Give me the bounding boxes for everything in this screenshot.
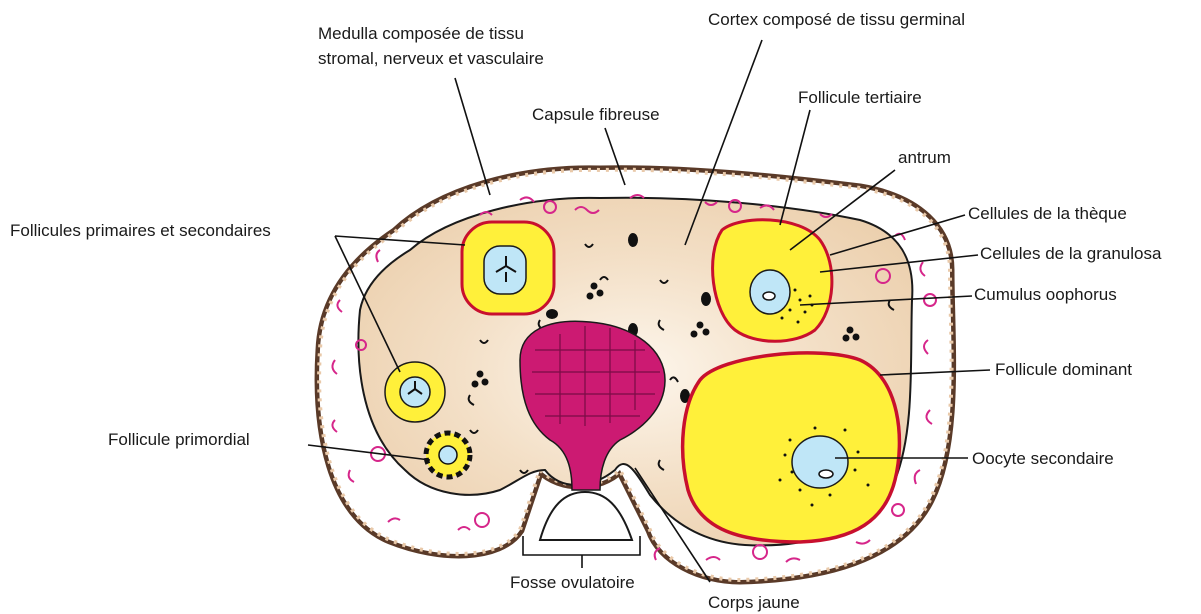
label-granulosa: Cellules de la granulosa	[980, 244, 1162, 263]
label-follicule-tertiaire: Follicule tertiaire	[798, 88, 922, 107]
follicule-dominant	[683, 353, 900, 542]
label-dominant: Follicule dominant	[995, 360, 1132, 379]
label-fosse: Fosse ovulatoire	[510, 573, 635, 592]
label-primaires-secondaires: Follicules primaires et secondaires	[10, 221, 271, 240]
label-theque: Cellules de la thèque	[968, 204, 1127, 223]
label-medulla-line2: stromal, nerveux et vasculaire	[318, 49, 544, 68]
label-capsule: Capsule fibreuse	[532, 105, 660, 124]
label-medulla-line1: Medulla composée de tissu	[318, 24, 524, 43]
follicule-tertiaire	[713, 220, 832, 341]
fosse-ovulatoire-notch	[540, 492, 632, 540]
follicule-primordial	[426, 433, 470, 477]
label-cortex: Cortex composé de tissu germinal	[708, 10, 965, 29]
follicule-primaire	[385, 362, 445, 422]
label-cumulus: Cumulus oophorus	[974, 285, 1117, 304]
label-primordial: Follicule primordial	[108, 430, 250, 449]
label-corps-jaune: Corps jaune	[708, 593, 800, 612]
follicule-secondaire	[462, 222, 554, 314]
label-oocyte-secondaire: Oocyte secondaire	[972, 449, 1114, 468]
label-antrum: antrum	[898, 148, 951, 167]
